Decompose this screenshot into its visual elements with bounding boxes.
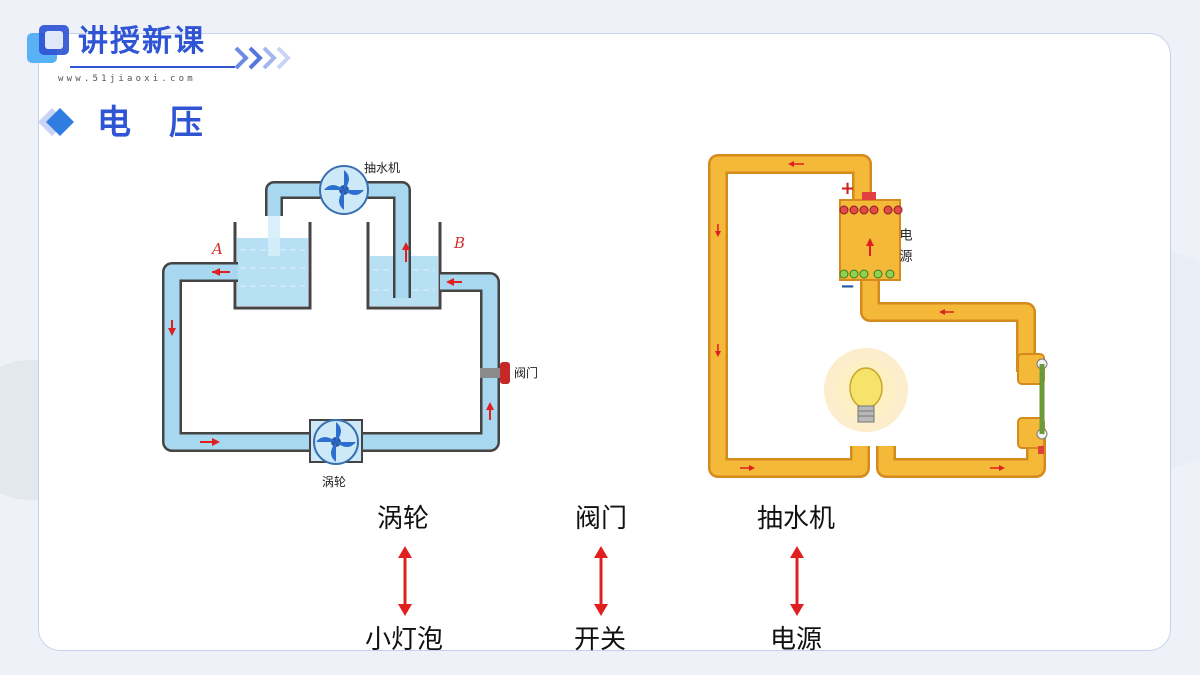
analogy-bottom-source: 电源 <box>769 625 823 655</box>
valve-label: 阀门 <box>514 365 538 380</box>
pump-icon <box>319 165 369 215</box>
section-title: 电压 <box>97 103 241 143</box>
content-card <box>38 33 1171 651</box>
electric-circuit-diagram: + − 电源 <box>708 154 1048 478</box>
analogy-top-turbine: 涡轮 <box>376 504 430 534</box>
minus-sign: − <box>840 276 855 297</box>
analogy-bottom-bulb: 小灯泡 <box>364 625 444 655</box>
header-url: www.51jiaoxi.com <box>58 74 196 84</box>
valve-icon <box>480 362 510 384</box>
tank-a-label: A <box>210 240 223 258</box>
chevrons-icon <box>234 46 291 70</box>
light-bulb-icon <box>824 348 908 432</box>
double-arrow-icon <box>398 546 412 616</box>
double-arrow-icon <box>594 546 608 616</box>
analogy-bottom-switch: 开关 <box>573 625 627 655</box>
source-label-1: 电源 <box>897 228 913 270</box>
double-arrow-icon <box>790 546 804 616</box>
switch-icon <box>1017 353 1048 454</box>
power-source-icon <box>839 192 903 281</box>
turbine-icon <box>309 419 363 465</box>
analogy-top-valve: 阀门 <box>574 504 628 534</box>
diamond-bullet-icon <box>38 108 74 136</box>
turbine-label: 涡轮 <box>322 475 346 489</box>
analogy-top-pump: 抽水机 <box>756 504 836 534</box>
header-underline <box>70 66 235 68</box>
pump-label: 抽水机 <box>364 161 400 175</box>
tank-b-label: B <box>453 234 465 252</box>
header-title: 讲授新课 <box>78 24 206 59</box>
water-circuit-diagram: 抽水机 涡轮 阀门 A B <box>162 161 538 489</box>
plus-sign: + <box>840 178 855 199</box>
lesson-logo-icon <box>27 25 69 63</box>
